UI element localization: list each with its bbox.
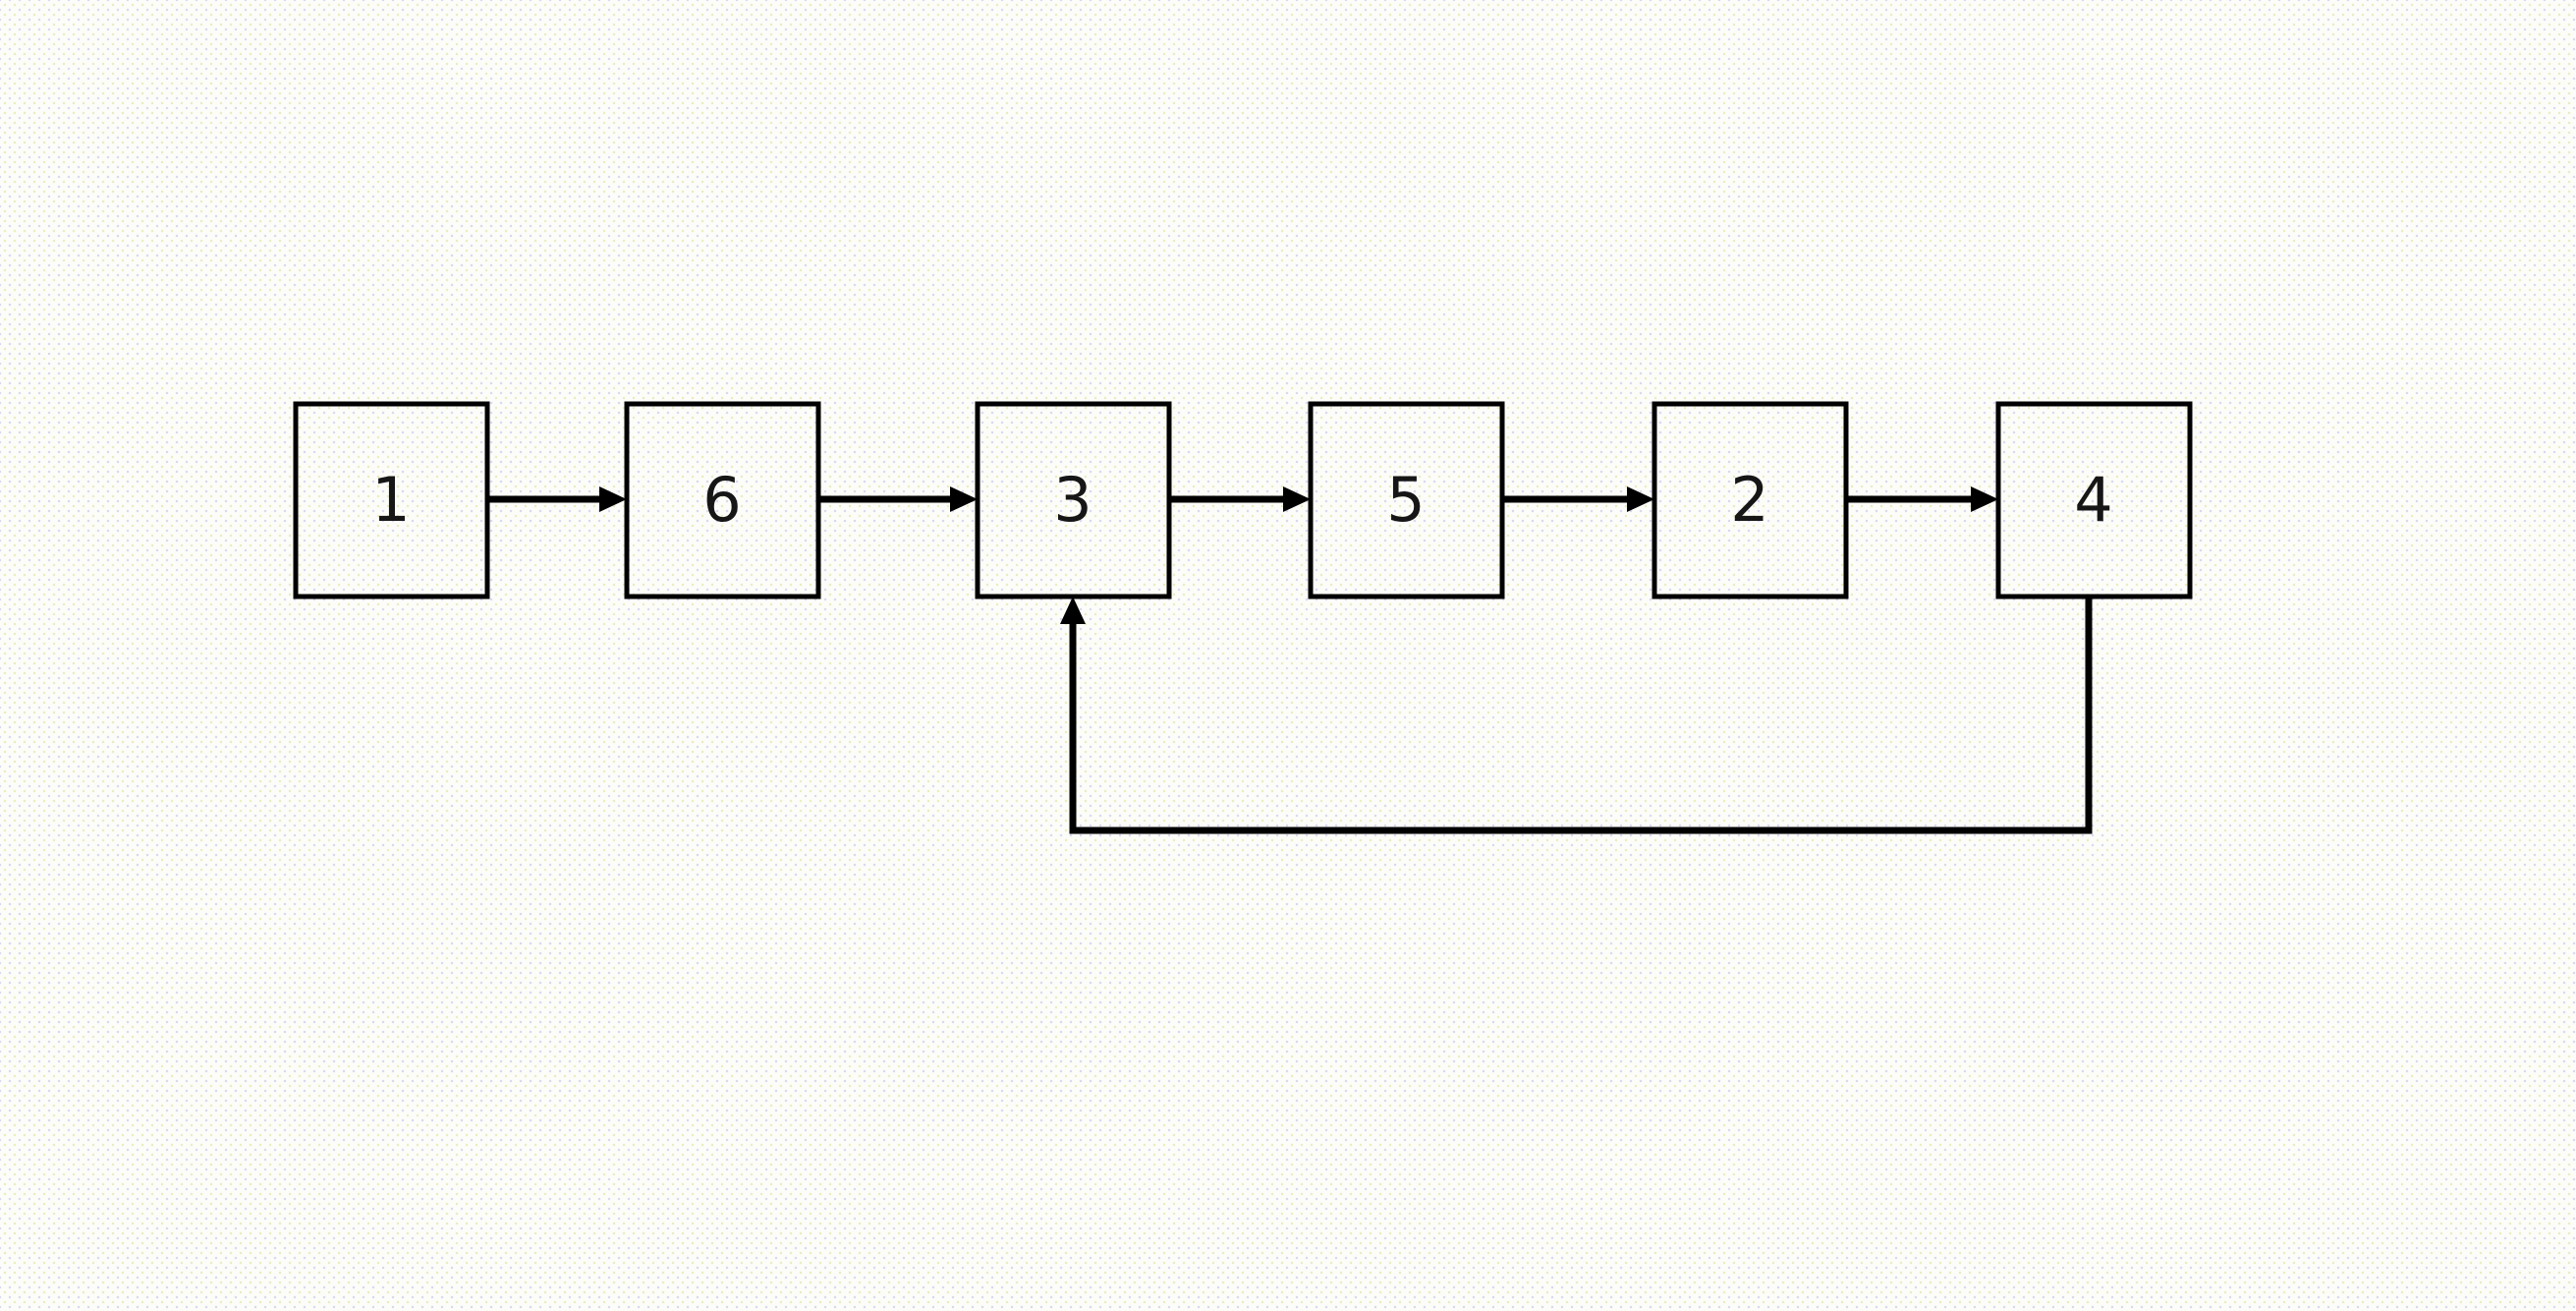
arrowhead-right-icon — [1283, 486, 1311, 512]
node-4: 4 — [1995, 401, 2193, 599]
node-6: 6 — [624, 401, 821, 599]
edge-4-to-3-feedback-shaft — [1069, 597, 2093, 834]
arrowhead-up-icon — [1060, 597, 1086, 624]
node-4-box — [1995, 401, 2193, 599]
node-5: 5 — [1308, 401, 1505, 599]
arrowhead-right-icon — [599, 486, 627, 512]
node-1-label: 1 — [371, 464, 410, 536]
node-1: 1 — [293, 401, 490, 599]
node-5-label: 5 — [1386, 464, 1425, 536]
edge-1-to-6 — [487, 486, 627, 512]
edge-3-to-5 — [1169, 486, 1311, 512]
node-6-label: 6 — [702, 464, 741, 536]
node-3-label: 3 — [1053, 464, 1092, 536]
node-2: 2 — [1652, 401, 1849, 599]
edge-2-to-4 — [1846, 486, 1998, 512]
edge-6-to-3 — [818, 486, 978, 512]
node-4-label: 4 — [2074, 464, 2112, 536]
node-3: 3 — [975, 401, 1172, 599]
arrowhead-right-icon — [950, 486, 978, 512]
node-2-label: 2 — [1730, 464, 1768, 536]
edge-5-to-2 — [1502, 486, 1654, 512]
arrowhead-right-icon — [1627, 486, 1654, 512]
arrowhead-right-icon — [1971, 486, 1998, 512]
edge-4-to-3-feedback — [1060, 597, 2093, 834]
